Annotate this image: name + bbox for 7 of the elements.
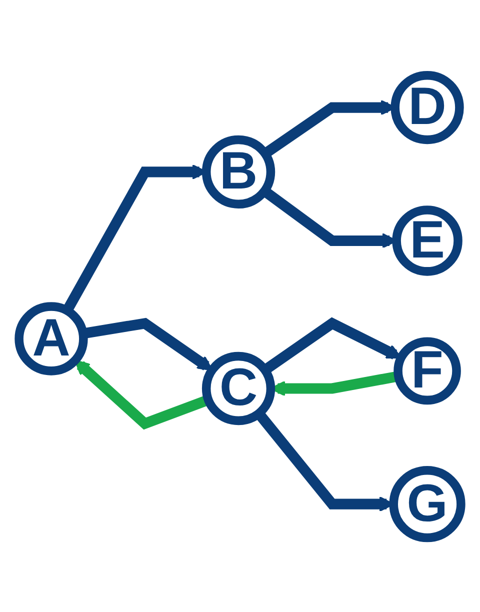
node-circle: A bbox=[14, 302, 88, 376]
node-circle: D bbox=[390, 71, 464, 144]
node-circle: B bbox=[202, 136, 276, 209]
node-circle: C bbox=[202, 352, 276, 426]
node-circle: F bbox=[394, 337, 461, 405]
node-circle: G bbox=[389, 466, 466, 542]
node-circle: E bbox=[392, 206, 462, 276]
